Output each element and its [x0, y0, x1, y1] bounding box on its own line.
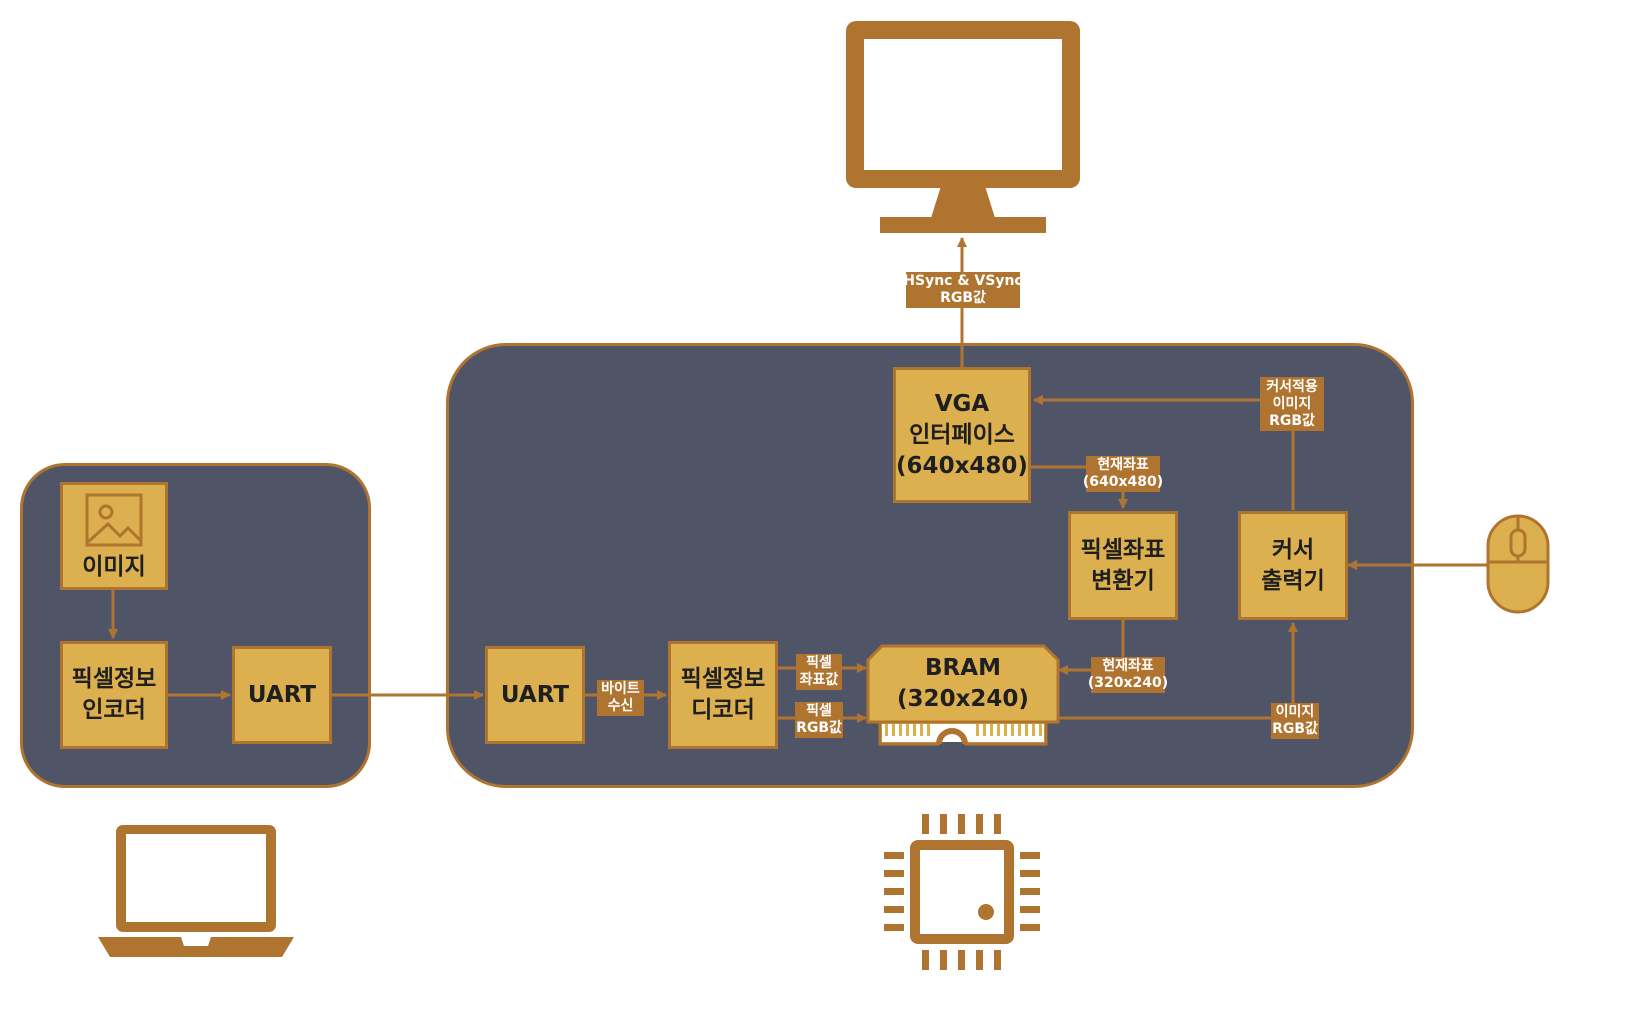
current-coord-vga-tag: 현재좌표 (640x480) — [1082, 456, 1164, 492]
fpga-uart-label: UART — [500, 681, 570, 708]
chip-icon — [884, 814, 1040, 970]
vga-interface-block: VGA 인터페이스 (640x480) — [893, 367, 1031, 503]
cursor-rgb-line-1: 커서적용 — [1266, 378, 1318, 395]
mouse-icon — [1486, 514, 1550, 614]
image-rgb-line-2: RGB값 — [1272, 721, 1318, 737]
pixel-encoder-label-2: 인코더 — [82, 697, 146, 723]
fpga-uart-block: UART — [485, 646, 585, 744]
sync-tag-line-2: RGB값 — [940, 290, 986, 306]
cursor-rgb-line-3: RGB값 — [1269, 412, 1315, 429]
byte-rx-line-2: 수신 — [607, 698, 634, 714]
image-rgb-line-1: 이미지 — [1275, 704, 1315, 720]
cursor-output-block: 커서 출력기 — [1238, 511, 1348, 620]
pixel-decoder-block: 픽셀정보 디코더 — [668, 641, 778, 749]
bram-label-group: BRAM (320x240) — [870, 650, 1056, 718]
current-coord-bram-line-1: 현재좌표 — [1102, 658, 1154, 674]
cursor-label-1: 커서 — [1271, 536, 1315, 563]
pc-uart-label: UART — [247, 681, 317, 708]
pixel-rgb-tag: 픽셀 RGB값 — [795, 702, 843, 738]
current-coord-bram-line-2: (320x240) — [1087, 675, 1169, 691]
pixel-coord-line-2: 좌표값 — [799, 672, 839, 688]
converter-label-1: 픽셀좌표 — [1080, 536, 1166, 563]
pixel-encoder-block: 픽셀정보 인코더 — [60, 641, 168, 749]
image-icon — [85, 493, 143, 547]
image-block: 이미지 — [60, 482, 168, 590]
byte-rx-line-1: 바이트 — [601, 681, 640, 697]
image-rgb-tag: 이미지 RGB값 — [1271, 703, 1319, 739]
current-coord-vga-line-2: (640x480) — [1082, 474, 1164, 490]
arrow-cursor-to-vga — [1033, 395, 1295, 510]
pixel-decoder-label-1: 픽셀정보 — [680, 666, 766, 692]
cursor-rgb-tag: 커서적용 이미지 RGB값 — [1260, 377, 1324, 431]
laptop-icon — [98, 825, 294, 957]
pixel-rgb-line-1: 픽셀 — [806, 703, 832, 719]
pixel-encoder-label-1: 픽셀정보 — [71, 666, 157, 692]
pixel-coord-line-1: 픽셀 — [806, 655, 832, 671]
byte-rx-tag: 바이트 수신 — [597, 680, 644, 716]
vga-label-3: (640x480) — [896, 452, 1028, 479]
vga-label-1: VGA — [934, 390, 990, 417]
cursor-rgb-line-2: 이미지 — [1272, 395, 1312, 412]
vga-label-2: 인터페이스 — [909, 421, 1015, 448]
sync-tag-line-1: HSync & VSync — [903, 273, 1023, 289]
bram-block — [866, 644, 1060, 746]
cursor-label-2: 출력기 — [1261, 567, 1325, 594]
sync-signal-tag: HSync & VSync RGB값 — [903, 272, 1023, 308]
bram-label-2: (320x240) — [897, 686, 1029, 712]
image-block-label: 이미지 — [82, 554, 146, 580]
pixel-rgb-line-2: RGB값 — [796, 720, 842, 736]
pixel-coord-tag: 픽셀 좌표값 — [796, 654, 842, 690]
converter-label-2: 변환기 — [1091, 567, 1155, 594]
current-coord-bram-tag: 현재좌표 (320x240) — [1087, 657, 1169, 693]
pc-uart-block: UART — [232, 646, 332, 744]
current-coord-vga-line-1: 현재좌표 — [1097, 457, 1149, 473]
pixel-decoder-label-2: 디코더 — [691, 697, 755, 723]
pixel-coord-converter-block: 픽셀좌표 변환기 — [1068, 511, 1178, 620]
bram-label-1: BRAM — [925, 655, 1001, 681]
monitor-icon — [846, 21, 1080, 233]
